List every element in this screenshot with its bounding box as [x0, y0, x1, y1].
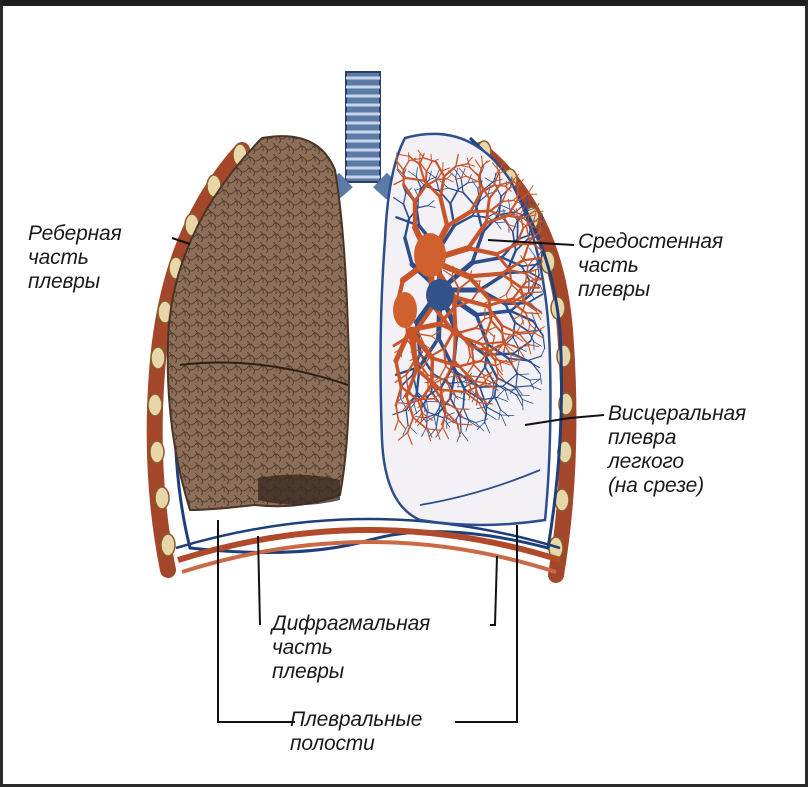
vessel-branch: [528, 186, 533, 194]
main-bronchus: [426, 279, 454, 311]
vessel-branch: [517, 187, 518, 201]
rib-nodule: [148, 394, 162, 416]
rib-nodule: [150, 441, 164, 463]
vessel-branch: [517, 221, 518, 239]
vessel-branch: [502, 326, 503, 344]
pulmonary-vein: [393, 292, 417, 328]
label-costal-pleura: Реберная часть плевры: [28, 222, 121, 294]
vessel-branch: [521, 287, 539, 288]
vessel-branch: [437, 179, 447, 180]
pulmonary-artery: [414, 233, 446, 277]
vessel-branch: [519, 333, 534, 334]
vessel-branch: [526, 313, 539, 314]
rib-nodule: [151, 347, 165, 369]
vessel-branch: [458, 424, 472, 425]
label-mediastinal-pleura: Средостенная часть плевры: [578, 230, 723, 302]
vessel-branch: [452, 266, 453, 276]
vessel-branch: [499, 171, 500, 185]
rib-nodule: [557, 345, 571, 367]
vessel-branch: [418, 399, 434, 400]
label-diaphragmatic-pleura: Дифрагмальная часть плевры: [272, 612, 430, 684]
vessel-branch: [427, 412, 428, 427]
vessel-branch: [469, 274, 502, 277]
diaphragm: [176, 519, 560, 572]
rib-nodule: [161, 534, 175, 556]
vessel-branch: [517, 332, 529, 333]
vessel-branch: [399, 403, 409, 404]
label-pleural-cavities: Плевральные полости: [290, 708, 422, 756]
rib-nodule: [155, 487, 169, 509]
vessel-branch: [427, 401, 438, 402]
vessel-branch: [456, 376, 467, 377]
label-visceral-pleura: Висцеральная плевра легкого (на срезе): [608, 402, 746, 498]
vessel-branch: [454, 334, 455, 360]
right-lung-surface: [168, 136, 349, 510]
vessel-branch: [528, 292, 541, 293]
